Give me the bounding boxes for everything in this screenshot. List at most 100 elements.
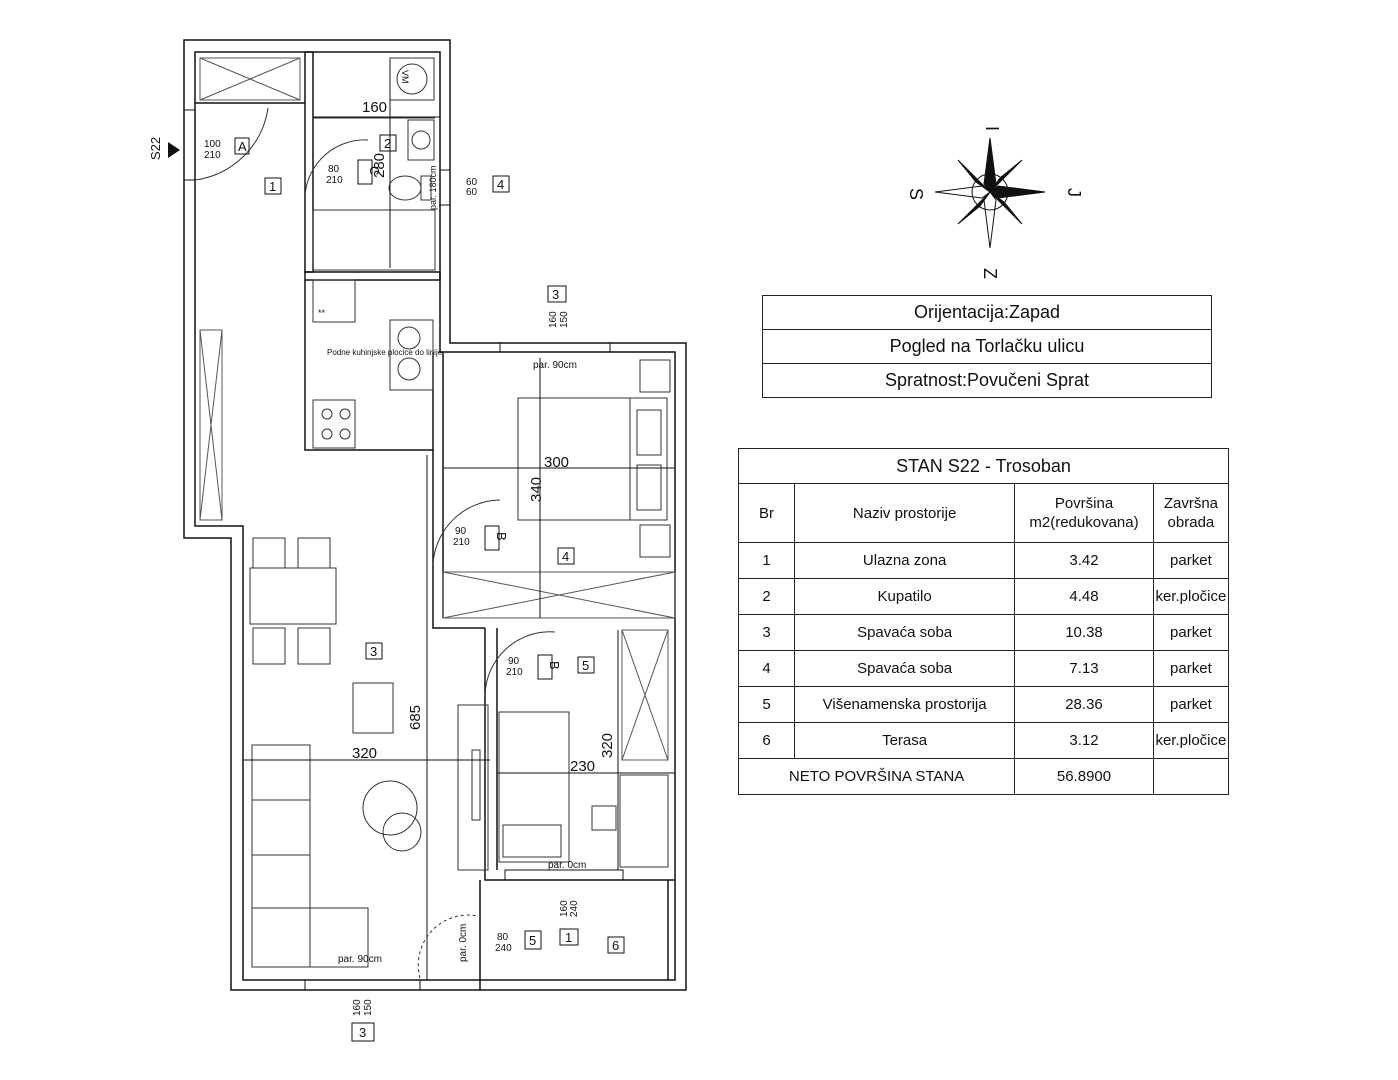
compass-north: I xyxy=(982,126,1002,131)
cell-obrada: parket xyxy=(1152,614,1230,651)
dim-room5-width: 230 xyxy=(570,758,595,775)
window-bottom-tag: 3 xyxy=(359,1025,366,1040)
door-terrace-width: 80 xyxy=(497,932,509,943)
compass-south: Z xyxy=(980,268,1000,279)
table-row: 6 Terasa 3.12 ker.pločice xyxy=(737,722,1230,759)
window-top-a: 160 xyxy=(548,311,559,328)
cell-obrada: ker.pločice xyxy=(1152,722,1230,759)
door-terrace-height: 240 xyxy=(495,943,512,954)
kitchen-note: Podne kuhinjske plocice do linije xyxy=(327,348,443,357)
compass-east: J xyxy=(1064,188,1084,197)
table-row: 2 Kupatilo 4.48 ker.pločice xyxy=(737,578,1230,615)
total-row: NETO POVRŠINA STANA 56.8900 xyxy=(737,758,1230,795)
door-a-width: 100 xyxy=(204,139,221,150)
room-number-6: 6 xyxy=(612,938,619,953)
window-bath-tag: 4 xyxy=(497,177,504,192)
cell-naziv: Kupatilo xyxy=(794,578,1016,615)
cell-obrada: parket xyxy=(1152,650,1230,687)
window-room5-b: 240 xyxy=(569,900,580,917)
living-furniture xyxy=(249,537,422,968)
floor-row: Spratnost:Povučeni Sprat xyxy=(884,370,1090,390)
door-b1-tag: B xyxy=(494,532,509,541)
total-empty xyxy=(1152,758,1230,795)
cell-naziv: Ulazna zona xyxy=(794,542,1016,579)
header-br: Br xyxy=(737,483,796,543)
dim-room4-height: 340 xyxy=(528,477,545,502)
door-c-height: 210 xyxy=(326,175,343,186)
door-swings xyxy=(194,107,556,979)
window-bath-par: par. 180cm xyxy=(428,165,438,210)
cell-povrsina: 28.36 xyxy=(1014,686,1154,723)
cell-br: 4 xyxy=(737,650,796,687)
windows xyxy=(183,109,624,991)
dim-room4-width: 300 xyxy=(544,454,569,471)
door-a-height: 210 xyxy=(204,150,221,161)
compass-rose-icon: I Z S J xyxy=(906,126,1084,279)
room-number-1: 1 xyxy=(269,179,276,194)
room-number-4: 4 xyxy=(562,549,569,564)
room-number-2: 2 xyxy=(384,136,391,151)
cell-naziv: Spavaća soba xyxy=(794,650,1016,687)
window-bottom-a: 160 xyxy=(352,999,363,1016)
window-room5-par: par. 0cm xyxy=(548,860,586,871)
outer-walls xyxy=(183,39,687,991)
entrance-arrow-icon xyxy=(168,142,180,158)
room-area-table: STAN S22 - Trosoban Br Naziv prostorije … xyxy=(737,448,1230,795)
kitchen xyxy=(312,279,434,449)
dim-bath-height: 280 xyxy=(371,153,388,178)
header-povrsina: Površina m2(redukovana) xyxy=(1014,483,1154,543)
terrace-door-par: par. 0cm xyxy=(458,924,469,962)
cell-br: 3 xyxy=(737,614,796,651)
table-row: 5 Višenamenska prostorija 28.36 parket xyxy=(737,686,1230,723)
cell-br: 1 xyxy=(737,542,796,579)
door-c-width: 80 xyxy=(328,164,340,175)
dim-room5-height: 320 xyxy=(599,733,616,758)
door-b1-height: 210 xyxy=(453,537,470,548)
fridge-mark: ** xyxy=(318,308,326,318)
view-row: Pogled na Torlačku ulicu xyxy=(763,330,1211,364)
door-b2-width: 90 xyxy=(508,656,520,667)
window-top-par: par. 90cm xyxy=(533,360,577,371)
compass-west: S xyxy=(906,188,926,200)
door-a-tag: A xyxy=(238,139,247,154)
dim-bath-width: 160 xyxy=(362,99,387,116)
door-b2-height: 210 xyxy=(506,667,523,678)
cell-obrada: parket xyxy=(1152,686,1230,723)
window-room5-a: 160 xyxy=(559,900,570,917)
total-label: NETO POVRŠINA STANA xyxy=(737,758,1016,795)
cell-br: 6 xyxy=(737,722,796,759)
cell-br: 2 xyxy=(737,578,796,615)
header-naziv: Naziv prostorije xyxy=(794,483,1016,543)
cell-povrsina: 10.38 xyxy=(1014,614,1154,651)
door-c-tag: C xyxy=(367,166,382,175)
window-bath-b: 60 xyxy=(466,187,478,198)
window-room5-tag: 1 xyxy=(565,930,572,945)
door-b2-tag: B xyxy=(547,661,562,670)
cell-povrsina: 3.12 xyxy=(1014,722,1154,759)
table-row: 4 Spavaća soba 7.13 parket xyxy=(737,650,1230,687)
cell-povrsina: 3.42 xyxy=(1014,542,1154,579)
table-row: 1 Ulazna zona 3.42 parket xyxy=(737,542,1230,579)
bedroom-4-furniture xyxy=(517,359,671,558)
dim-living-height: 685 xyxy=(407,705,424,730)
window-top-b: 150 xyxy=(559,311,570,328)
header-obrada: Završna obrada xyxy=(1152,483,1230,543)
cell-obrada: parket xyxy=(1152,542,1230,579)
cell-obrada: ker.pločice xyxy=(1152,578,1230,615)
door-b1-width: 90 xyxy=(455,526,467,537)
cell-povrsina: 7.13 xyxy=(1014,650,1154,687)
cell-povrsina: 4.48 xyxy=(1014,578,1154,615)
window-bottom-par: par. 90cm xyxy=(338,954,382,965)
room-number-5: 5 xyxy=(582,658,589,673)
washer-mark: VM xyxy=(400,70,410,84)
orientation-info-box: Orijentacija:Zapad Pogled na Torlačku ul… xyxy=(762,295,1212,398)
door-terrace-tag: 5 xyxy=(529,933,536,948)
closets xyxy=(199,57,676,761)
table-row: 3 Spavaća soba 10.38 parket xyxy=(737,614,1230,651)
total-value: 56.8900 xyxy=(1014,758,1154,795)
orientation-row: Orijentacija:Zapad xyxy=(763,296,1211,330)
window-bottom-b: 150 xyxy=(363,999,374,1016)
window-bath-a: 60 xyxy=(466,177,478,188)
cell-naziv: Spavaća soba xyxy=(794,614,1016,651)
